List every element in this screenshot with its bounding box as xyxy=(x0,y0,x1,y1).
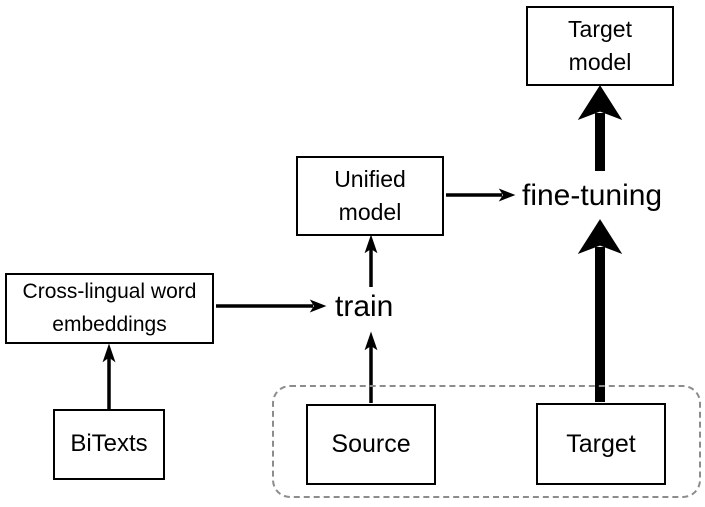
arrow-bitexts-to-crosslingual xyxy=(102,343,116,409)
arrow-source-to-train xyxy=(364,331,378,403)
arrow-unified-to-finetuning xyxy=(446,188,516,202)
arrow-crosslingual-to-train xyxy=(216,299,327,313)
node-bitexts-label: BiTexts xyxy=(70,430,148,458)
arrow-target-to-finetuning xyxy=(577,219,623,402)
label-fine-tuning: fine-tuning xyxy=(522,179,663,212)
node-target-label: Target xyxy=(566,429,636,458)
node-cross-lingual-label: Cross-lingual word embeddings xyxy=(22,279,197,336)
node-unified-model-label: Unified model xyxy=(334,165,406,225)
node-unified-model: Unified model xyxy=(296,156,444,236)
arrow-finetuning-to-targetmodel xyxy=(577,85,623,171)
node-bitexts: BiTexts xyxy=(53,409,165,480)
node-target-model-label: Target model xyxy=(568,15,632,75)
node-target: Target xyxy=(536,403,666,485)
node-cross-lingual-word-embeddings: Cross-lingual word embeddings xyxy=(5,273,214,344)
arrow-train-to-unified xyxy=(364,234,378,287)
node-source-label: Source xyxy=(331,430,411,459)
label-train: train xyxy=(335,290,394,323)
node-target-model: Target model xyxy=(526,6,674,86)
node-source: Source xyxy=(306,404,436,485)
source-target-group-outline xyxy=(272,385,701,498)
